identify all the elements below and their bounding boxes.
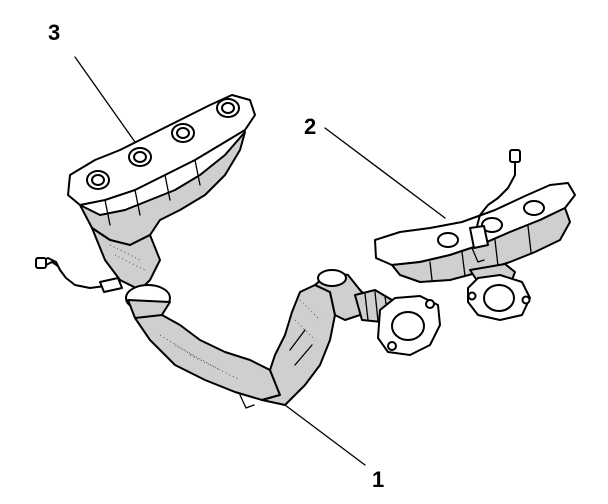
callout-number-1: 1 [372,467,384,492]
rear-oxygen-sensor [469,149,521,263]
leader-line-2 [324,127,446,219]
leader-line-1 [284,404,366,466]
callout-leaders [74,56,446,466]
exhaust-crossover-pipe [125,269,441,409]
callout-number-2: 2 [304,114,316,139]
front-oxygen-sensor [35,257,123,293]
callout-number-3: 3 [48,20,60,45]
front-exhaust-manifold [67,94,256,291]
leader-line-3 [74,56,136,143]
